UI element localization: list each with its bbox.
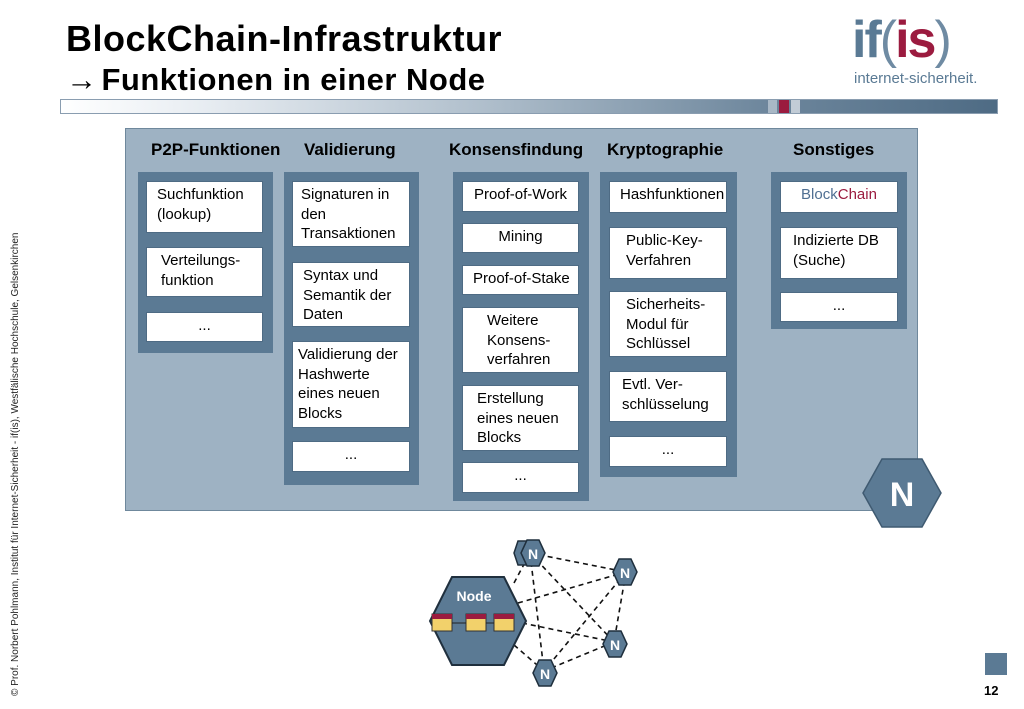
sonstiges-blockchain: BlockChain [780, 181, 898, 213]
sonstiges-item: Indizierte DB (Suche) [780, 227, 898, 279]
heading-validierung: Validierung [304, 140, 396, 159]
validierung-item: Syntax und Semantik der Daten [292, 262, 410, 327]
krypto-item: ... [609, 436, 727, 467]
p2p-item: Suchfunktion (lookup) [146, 181, 263, 233]
konsens-item: Weitere Konsens-verfahren [462, 307, 579, 373]
konsens-item: Mining [462, 223, 579, 253]
header-square [768, 100, 777, 113]
slide-title: BlockChain-Infrastruktur [66, 18, 503, 59]
svg-text:N: N [620, 565, 630, 581]
validierung-item: ... [292, 441, 410, 472]
validierung-item: Signaturen in den Transaktionen [292, 181, 410, 247]
logo-subtitle: internet-sicherheit. [854, 70, 978, 87]
subtitle-text: Funktionen in einer Node [101, 62, 486, 97]
heading-sonstiges: Sonstiges [793, 140, 875, 159]
node-badge-hexagon: N [862, 458, 942, 528]
logo-mark: if(is) [852, 11, 952, 69]
sonstiges-item: ... [780, 292, 898, 322]
krypto-item: Public-Key-Verfahren [609, 227, 727, 279]
peer-node: N [532, 659, 558, 687]
heading-p2p: P2P-Funktionen [151, 140, 281, 159]
page-marker [985, 653, 1007, 675]
main-node-label: Node [457, 588, 492, 604]
copyright-text: © Prof. Norbert Pohlmann, Institut für I… [10, 232, 21, 696]
node-network-diagram: Node N N N N [428, 539, 638, 687]
heading-kryptographie: Kryptographie [607, 140, 724, 159]
p2p-item: Verteilungs-funktion [146, 247, 263, 297]
krypto-item: Hashfunktionen [609, 181, 727, 213]
slide-subtitle: →Funktionen in einer Node [66, 62, 486, 98]
ifis-logo: if(is) internet-sicherheit. [852, 8, 992, 92]
konsens-item: ... [462, 462, 579, 493]
header-square [779, 100, 789, 113]
svg-text:N: N [610, 637, 620, 653]
konsens-item: Proof-of-Stake [462, 265, 579, 295]
konsens-item: Proof-of-Work [462, 181, 579, 212]
node-badge-label: N [890, 476, 915, 514]
svg-text:N: N [528, 546, 538, 562]
peer-node: N [612, 558, 638, 586]
peer-node: N [602, 630, 628, 658]
krypto-item: Sicherheits-Modul für Schlüssel [609, 291, 727, 357]
header-bar [60, 99, 998, 114]
peer-node: N [513, 539, 546, 567]
header-square [791, 100, 800, 113]
konsens-item: Erstellung eines neuen Blocks [462, 385, 579, 451]
heading-konsensfindung: Konsensfindung [449, 140, 584, 159]
p2p-item: ... [146, 312, 263, 342]
krypto-item: Evtl. Ver-schlüsselung [609, 371, 727, 422]
page-number: 12 [984, 683, 999, 698]
validierung-item: Validierung der Hashwerte eines neuen Bl… [292, 341, 410, 428]
svg-text:N: N [540, 666, 550, 682]
arrow-right-icon: → [66, 62, 98, 97]
block-chain-icon [431, 613, 515, 632]
